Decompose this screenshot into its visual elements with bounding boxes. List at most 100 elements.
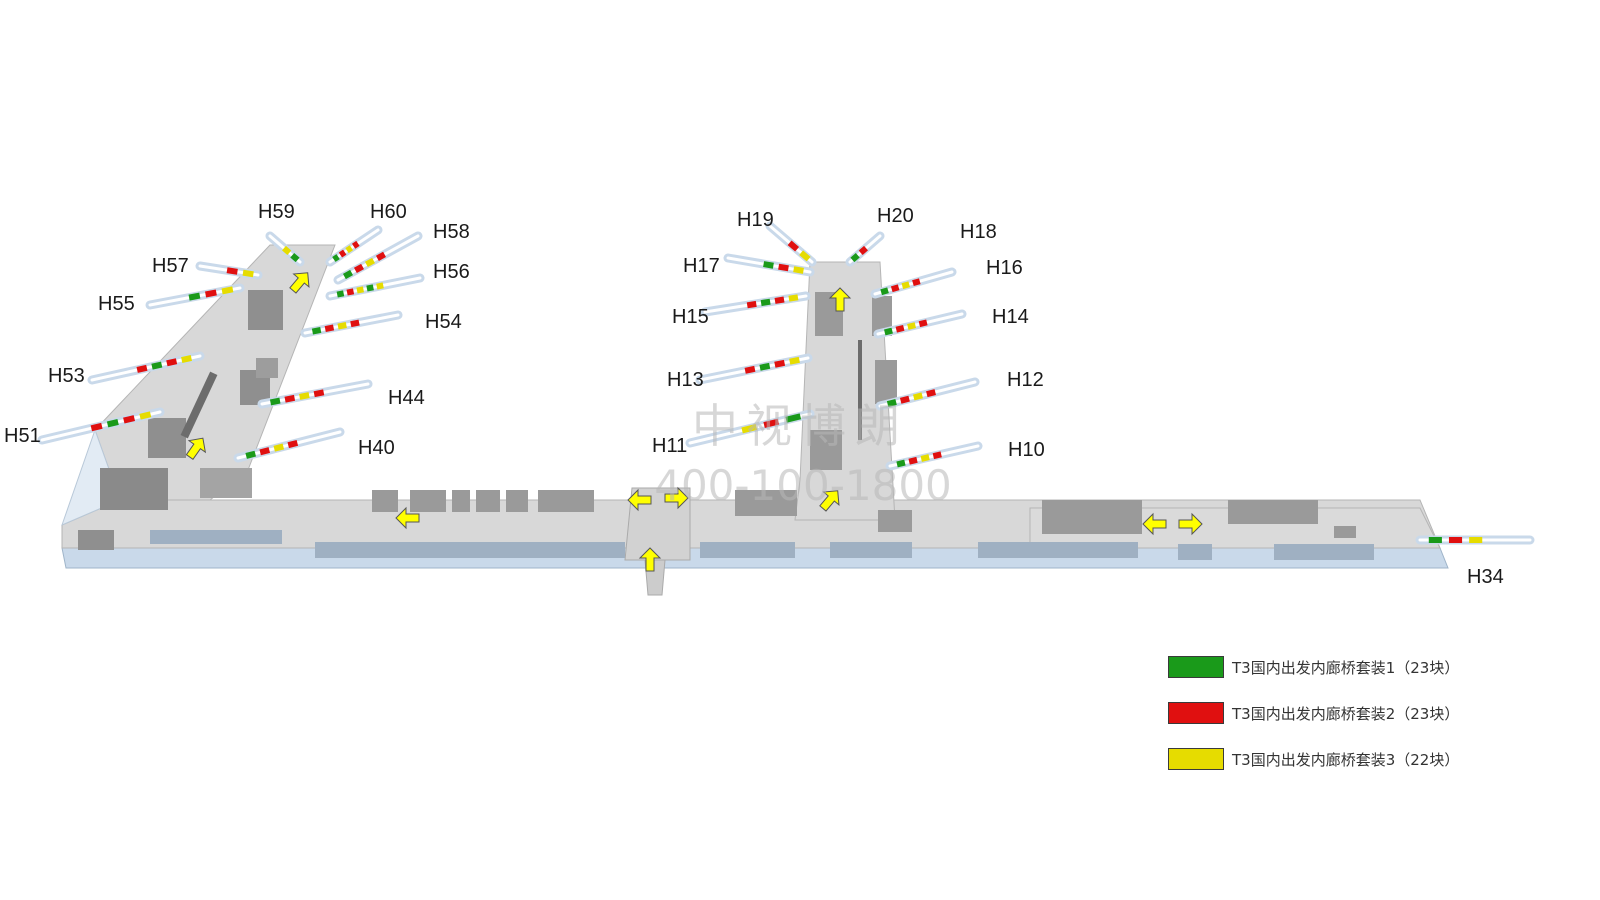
ad-panel — [205, 289, 217, 298]
jet-bridge-H10 — [885, 441, 983, 471]
legend-label: T3国内出发内廊桥套装2（23块） — [1232, 704, 1460, 723]
ad-panel — [356, 286, 365, 294]
block — [978, 542, 1138, 558]
block — [830, 542, 912, 558]
gate-label-H16: H16 — [986, 257, 1023, 279]
block — [452, 490, 470, 512]
legend-swatch-green — [1168, 656, 1224, 678]
legend-swatch-yellow — [1168, 748, 1224, 770]
gate-label-H19: H19 — [737, 209, 774, 231]
direction-arrow-icon — [627, 488, 652, 512]
jet-bridge-H44 — [257, 379, 373, 409]
ad-panel — [908, 456, 918, 465]
ad-panel — [166, 358, 178, 367]
jet-bridge-H54 — [300, 310, 403, 338]
direction-arrow-icon — [828, 287, 852, 312]
block — [1274, 544, 1374, 560]
ad-panel — [139, 411, 152, 420]
ad-panel — [763, 418, 780, 429]
ad-panel — [899, 395, 910, 404]
jet-bridge-H15 — [700, 291, 811, 317]
ad-panel — [787, 240, 800, 252]
gate-label-H34: H34 — [1467, 566, 1504, 588]
ad-panel — [242, 269, 254, 278]
ad-panel — [226, 267, 238, 275]
legend-item-suite-2: T3国内出发内廊桥套装2（23块） — [1168, 701, 1568, 725]
ad-panel — [364, 257, 375, 268]
legend-swatch-red — [1168, 702, 1224, 724]
jet-bridges — [37, 221, 1535, 545]
jet-bridge-H53 — [87, 351, 205, 385]
ad-panel — [774, 296, 785, 304]
bridge-highlight — [328, 276, 422, 298]
ad-panel — [763, 261, 774, 269]
block — [1228, 500, 1318, 524]
gate-label-H11: H11 — [652, 435, 687, 457]
block — [150, 530, 282, 544]
watermark-phone: 400-100-1800 — [654, 461, 952, 510]
gate-label-H10: H10 — [1008, 439, 1045, 461]
ad-panel — [188, 292, 201, 301]
ad-panel — [880, 287, 889, 296]
ad-panel — [890, 284, 900, 293]
jet-bridge-H20 — [845, 231, 885, 267]
ad-panel — [299, 392, 310, 400]
ad-panel — [332, 254, 340, 262]
direction-arrow-icon — [289, 272, 310, 294]
ad-panel — [932, 451, 942, 460]
ad-panel — [345, 245, 353, 254]
ad-panel — [760, 298, 771, 307]
ad-panel — [850, 253, 860, 263]
jet-bridge-H11 — [685, 409, 815, 448]
jet-bridge-H14 — [873, 309, 967, 339]
gate-label-H56: H56 — [433, 261, 470, 283]
ad-panel — [350, 319, 360, 328]
ad-panel — [788, 294, 799, 302]
block — [735, 490, 797, 516]
block — [315, 542, 625, 558]
ad-panel — [287, 439, 299, 449]
watermark: 中视博朗 400-100-1800 — [654, 399, 952, 510]
direction-arrow-icon — [819, 490, 840, 512]
ad-panel — [313, 389, 325, 398]
direction-arrow-icon — [1142, 512, 1167, 536]
jet-bridge-H13 — [695, 353, 813, 385]
block — [810, 430, 842, 470]
block — [200, 468, 252, 498]
central-entrance — [624, 487, 691, 561]
ad-panel — [245, 450, 257, 459]
block — [538, 490, 594, 512]
ad-panel — [273, 443, 285, 452]
ad-panel — [926, 389, 937, 398]
jet-bridge-H59 — [265, 231, 305, 267]
ad-panel — [918, 319, 928, 328]
ad-panel — [342, 269, 353, 280]
ad-panel — [912, 392, 923, 401]
ad-panel — [106, 419, 119, 428]
ad-panel — [123, 415, 136, 424]
legend-item-suite-3: T3国内出发内廊桥套装3（22块） — [1168, 747, 1568, 771]
block — [476, 490, 500, 512]
ad-panel — [920, 454, 930, 462]
jet-bridge-H16 — [870, 267, 957, 299]
direction-arrow-icon — [395, 506, 420, 530]
jet-bridge-H19 — [765, 221, 817, 267]
ad-panel — [366, 284, 374, 292]
ad-panel — [221, 286, 234, 295]
gate-label-H59: H59 — [258, 201, 295, 223]
block — [180, 371, 218, 439]
gate-label-H54: H54 — [425, 311, 462, 333]
legend-item-suite-1: T3国内出发内廊桥套装1（23块） — [1168, 655, 1568, 679]
block — [858, 340, 862, 440]
ad-panel — [774, 359, 786, 368]
ad-panel — [901, 281, 911, 290]
jet-bridge-H12 — [875, 377, 980, 411]
ad-panel — [90, 422, 103, 432]
jet-bridge-H60 — [325, 225, 383, 267]
legend-label: T3国内出发内廊桥套装1（23块） — [1232, 658, 1460, 677]
ad-panel — [336, 290, 345, 298]
direction-arrow-icon — [185, 437, 207, 461]
block — [248, 290, 283, 330]
block — [506, 490, 528, 512]
